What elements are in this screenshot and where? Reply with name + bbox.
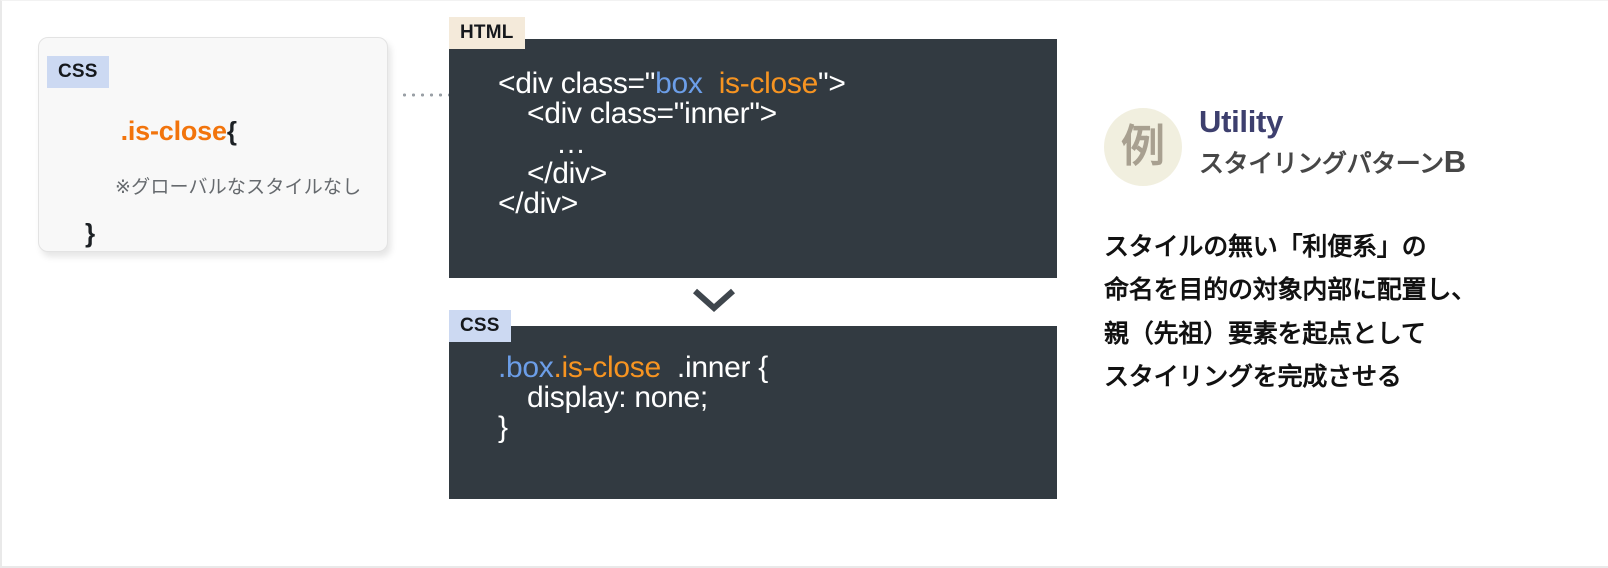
css-card-close-brace: } — [85, 217, 96, 248]
css-selector-inner: .inner { — [676, 351, 768, 384]
global-css-card-code: .is-close{ ※グローバルなスタイルなし } — [85, 102, 377, 249]
html-language-badge: HTML — [449, 17, 525, 49]
chevron-down-icon — [692, 287, 736, 313]
css-card-selector: .is-close — [120, 116, 227, 146]
panel-body-line: 親（先祖）要素を起点として — [1104, 319, 1426, 348]
css-selector-is-close: .is-close — [553, 351, 662, 384]
css-selector-box: .box — [498, 351, 554, 384]
panel-body-text: スタイルの無い「利便系」の 命名を目的の対象内部に配置し、 親（先祖）要素を起点… — [1104, 234, 1554, 390]
panel-subtitle-letter: B — [1443, 143, 1466, 179]
css-code-block: CSS .box.is-close .inner { display: none… — [449, 310, 1057, 499]
html-code-line-2: <div class="inner"> — [527, 97, 777, 130]
panel-title-group: Utility スタイリングパターンB — [1199, 104, 1466, 179]
css-card-open-brace: { — [226, 116, 237, 146]
css-code-line-3: } — [498, 411, 508, 444]
html-code-line-1: <div class="box is-close"> — [498, 69, 846, 99]
panel-title: Utility — [1199, 104, 1284, 139]
html-code-content: <div class="box is-close"> <div class="i… — [498, 69, 846, 219]
css-language-badge-2: CSS — [449, 310, 511, 342]
panel-header: 例 Utility スタイリングパターンB — [1104, 104, 1554, 194]
html-class-is-close: is-close — [718, 67, 819, 100]
css-code-content: .box.is-close .inner { display: none; } — [498, 353, 768, 443]
panel-body-line: スタイリングを完成させる — [1104, 362, 1402, 391]
css-language-badge: CSS — [47, 56, 109, 88]
html-code-line-4: </div> — [527, 157, 607, 190]
html-code-line-5: </div> — [498, 187, 578, 220]
example-badge-icon: 例 — [1104, 108, 1182, 186]
css-code-line-2: display: none; — [527, 381, 708, 414]
panel-body-line: 命名を目的の対象内部に配置し、 — [1104, 276, 1477, 305]
panel-body-line: スタイルの無い「利便系」の — [1104, 233, 1427, 261]
dotted-line — [400, 93, 462, 97]
html-class-box: box — [655, 67, 703, 100]
css-code-line-1: .box.is-close .inner { — [498, 353, 768, 383]
html-line1-close: "> — [817, 67, 846, 100]
global-css-card: CSS .is-close{ ※グローバルなスタイルなし } — [38, 37, 388, 252]
explanation-panel: 例 Utility スタイリングパターンB スタイルの無い「利便系」の 命名を目… — [1104, 104, 1554, 407]
html-line1-open: <div class=" — [498, 67, 656, 100]
html-code-line-3: … — [556, 127, 588, 160]
css-card-selector-line: .is-close{ — [85, 102, 377, 161]
example-badge-label: 例 — [1121, 121, 1165, 172]
panel-subtitle: スタイリングパターンB — [1199, 143, 1466, 179]
html-code-block: HTML <div class="box is-close"> <div cla… — [449, 17, 1057, 278]
panel-subtitle-text: スタイリングパターン — [1199, 149, 1444, 178]
css-card-note: ※グローバルなスタイルなし — [115, 177, 362, 198]
